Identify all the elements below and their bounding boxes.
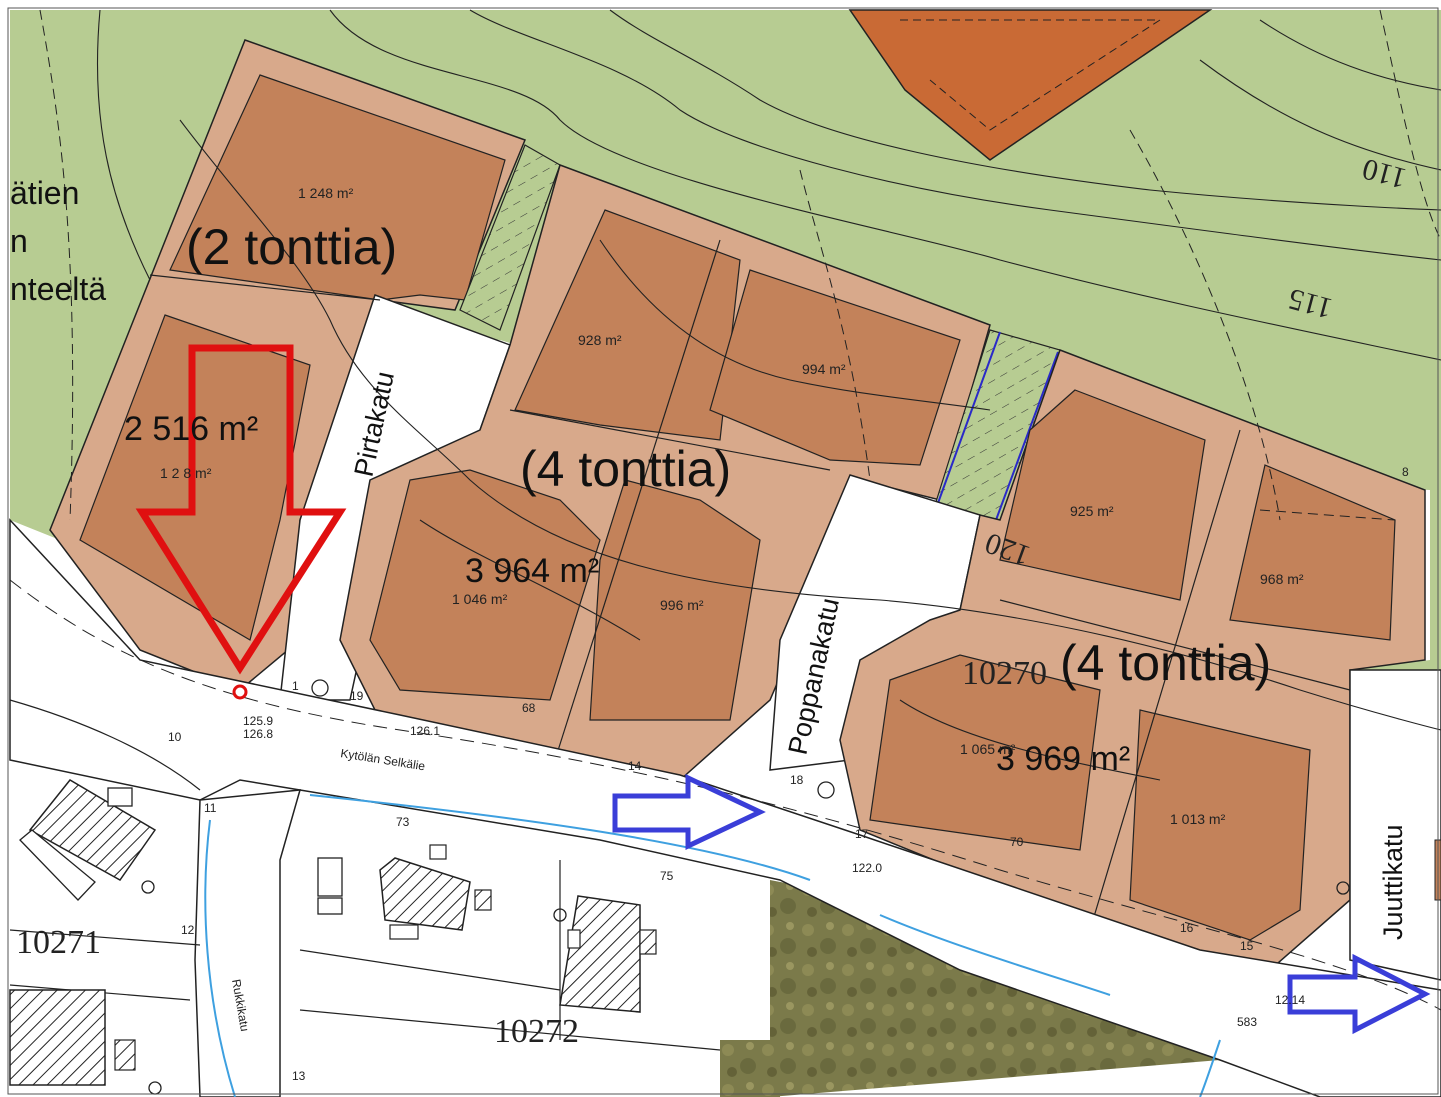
num-12: 12 <box>181 923 195 937</box>
blue-right-arrow-1 <box>612 774 766 850</box>
elevation-4: 122.0 <box>852 861 882 875</box>
group-b-count: (4 tonttia) <box>520 441 731 497</box>
plot-area-c2: 968 m² <box>1260 571 1304 587</box>
num-13: 13 <box>292 1069 306 1083</box>
aerial-photo-bottom-left <box>720 1040 780 1097</box>
juuttikatu-road <box>1349 669 1441 981</box>
house-4 <box>9 989 136 1086</box>
num-10: 10 <box>168 730 182 744</box>
num-68: 68 <box>522 701 536 715</box>
num-15: 15 <box>1240 939 1254 953</box>
block-10271: 10271 <box>16 924 101 961</box>
plot-area-a1: 1 248 m² <box>298 185 354 201</box>
building-area-c1 <box>999 389 1206 601</box>
building-area-b4 <box>589 479 761 721</box>
plot-area-b3: 1 046 m² <box>452 591 508 607</box>
num-11: 11 <box>204 801 217 815</box>
building-area-a1 <box>169 74 506 301</box>
group-b-area: 3 964 m² <box>465 552 599 590</box>
block-10270: 10270 <box>962 655 1047 692</box>
blue-right-arrow-2 <box>1287 953 1431 1035</box>
building-area-c3 <box>869 654 1101 851</box>
num-1: 1 <box>292 679 299 693</box>
elevation-1: 125.9 <box>243 714 273 728</box>
edge-text-3: nteeltä <box>10 271 106 307</box>
plot-area-c4: 1 013 m² <box>1170 811 1226 827</box>
plot-area-b1: 928 m² <box>578 332 622 348</box>
street-juuttikatu: Juuttikatu <box>1378 824 1408 940</box>
orange-building <box>848 9 1213 161</box>
red-down-arrow <box>135 344 347 675</box>
building-area-c4 <box>1129 709 1311 941</box>
num-73: 73 <box>396 815 410 829</box>
plot-area-a2: 1 2 8 m² <box>160 465 212 481</box>
num-19: 19 <box>350 689 364 703</box>
num-18: 18 <box>790 773 804 787</box>
plot-area-c3: 1 065 m² <box>960 741 1016 757</box>
group-c-count: (4 tonttia) <box>1060 635 1271 691</box>
elevation-2: 126.8 <box>243 727 273 741</box>
kytolan-selkalie-road <box>9 518 1441 1097</box>
num-75: 75 <box>660 869 674 883</box>
edge-text-2: n <box>10 223 28 259</box>
building-area-c2 <box>1229 464 1396 641</box>
group-a-count: (2 tonttia) <box>186 219 397 275</box>
rukkikatu-road <box>194 789 302 1097</box>
green-area-left <box>10 40 240 540</box>
house-3 <box>559 895 657 1013</box>
num-8: 8 <box>1402 465 1409 479</box>
tree-symbols <box>141 679 1350 1095</box>
num-16: 16 <box>1180 921 1194 935</box>
building-area-b2 <box>709 269 961 466</box>
map-frame <box>7 7 1439 1095</box>
plot-boundaries <box>149 239 1351 931</box>
dashed-lines <box>39 9 1441 521</box>
group-c-area: 3 969 m² <box>996 740 1130 778</box>
elevation-3: 126.1 <box>410 724 440 738</box>
red-marker-point <box>232 684 248 700</box>
contour-lines <box>96 9 1441 781</box>
edge-text-1: ätien <box>10 175 79 211</box>
elevation-5: 12.14 <box>1275 993 1305 1007</box>
block-10272: 10272 <box>494 1013 579 1050</box>
house-1 <box>19 779 157 901</box>
plot-area-b4: 996 m² <box>660 597 704 613</box>
building-area-b3 <box>369 469 601 701</box>
green-strip-1 <box>459 144 561 331</box>
building-area-b1 <box>514 209 741 441</box>
plot-area-c1: 925 m² <box>1070 503 1114 519</box>
plot-area-b2: 994 m² <box>802 361 846 377</box>
lower-left-lines <box>9 699 721 1051</box>
num-70: 70 <box>1010 835 1024 849</box>
num-17: 17 <box>855 827 869 841</box>
num-14: 14 <box>628 759 642 773</box>
num-583: 583 <box>1237 1015 1257 1029</box>
house-2 <box>317 844 492 940</box>
group-a-area: 2 516 m² <box>124 410 258 448</box>
